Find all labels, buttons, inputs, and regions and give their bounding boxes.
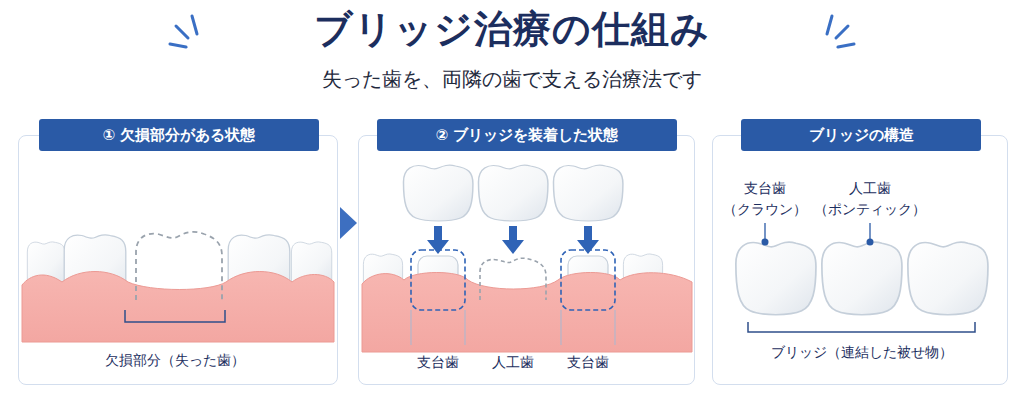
bridge-crown bbox=[403, 165, 472, 221]
gum bbox=[22, 272, 334, 343]
arrow-shaft bbox=[509, 226, 517, 241]
part-label: 人工歯 （ポンティック） bbox=[814, 178, 926, 220]
part-label: 人工歯 bbox=[492, 352, 534, 373]
part-label: 支台歯 （クラウン） bbox=[723, 178, 807, 220]
leader-dot bbox=[867, 239, 874, 246]
deco-stroke bbox=[838, 44, 854, 47]
deco-stroke bbox=[827, 16, 832, 34]
guide-lines bbox=[411, 310, 615, 345]
subtitle: 失った歯を、両隣の歯で支える治療法です bbox=[322, 66, 702, 92]
part-label: 支台歯 bbox=[417, 352, 459, 373]
arrow-shaft bbox=[584, 226, 592, 241]
guide-line bbox=[465, 310, 466, 345]
leader-line bbox=[869, 223, 870, 240]
guide-line bbox=[411, 310, 412, 345]
missing-tooth-outline bbox=[136, 232, 222, 300]
panel-box: ② ブリッジを装着した状態 bbox=[358, 135, 695, 385]
bridge-crown bbox=[908, 242, 988, 315]
arrow-head bbox=[340, 207, 357, 239]
deco-stroke bbox=[192, 16, 197, 34]
part-label: 欠損部分（失った歯） bbox=[105, 350, 245, 371]
guide-line bbox=[561, 310, 562, 345]
abutment-highlight bbox=[561, 250, 615, 310]
deco-stroke bbox=[836, 26, 848, 38]
bridge-crown bbox=[822, 242, 902, 315]
arrow-head bbox=[427, 240, 449, 254]
leader-line bbox=[764, 223, 765, 240]
bridge-crown bbox=[736, 242, 816, 315]
missing-tooth-outline bbox=[480, 258, 546, 300]
part-label: 支台歯 bbox=[567, 352, 609, 373]
guide-line bbox=[615, 310, 616, 345]
down-arrows bbox=[427, 226, 599, 254]
deco-stroke bbox=[170, 44, 186, 47]
panel-header: ブリッジの構造 bbox=[741, 119, 981, 151]
panel-box: ① 欠損部分がある状態 bbox=[18, 135, 338, 385]
leader-dot bbox=[762, 239, 769, 246]
bracket bbox=[125, 310, 225, 322]
deco-stroke bbox=[176, 26, 188, 38]
bridge-crown bbox=[478, 165, 547, 221]
arrow-shaft bbox=[434, 226, 442, 241]
step-arrow bbox=[340, 207, 357, 239]
panel-header: ② ブリッジを装着した状態 bbox=[377, 119, 677, 151]
bridge-crown bbox=[553, 165, 622, 221]
bracket bbox=[748, 322, 975, 332]
diagram-title: ブリッジ治療の仕組み bbox=[314, 6, 710, 52]
arrow-head bbox=[577, 240, 599, 254]
panel-header: ① 欠損部分がある状態 bbox=[39, 119, 319, 151]
abutment-highlight bbox=[411, 250, 465, 310]
part-label: ブリッジ（連結した被せ物） bbox=[771, 342, 953, 363]
arrow-head bbox=[502, 240, 524, 254]
